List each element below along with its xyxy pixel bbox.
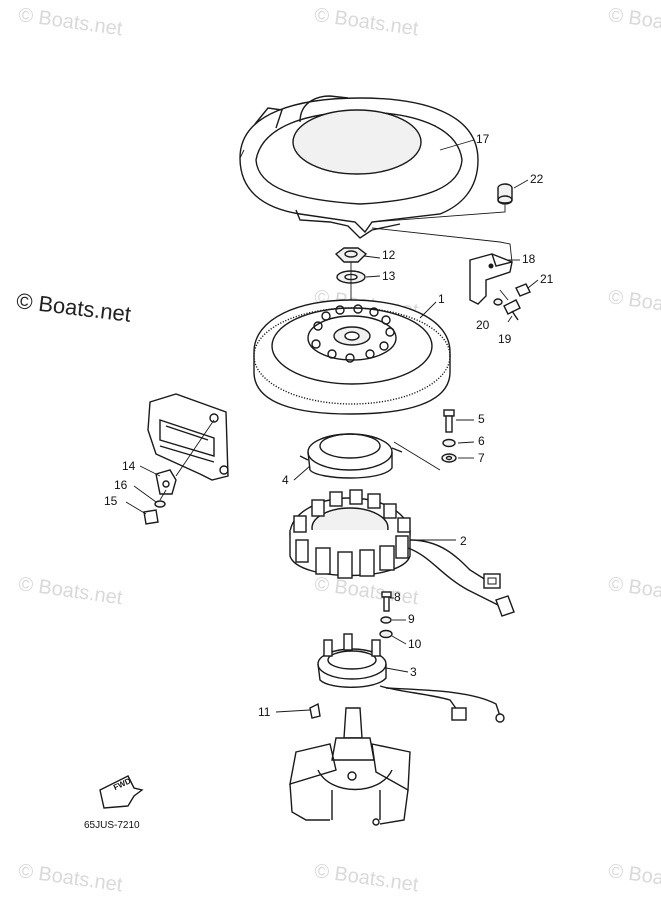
bracket-washer bbox=[493, 298, 503, 306]
callout-3: 3 bbox=[410, 665, 417, 679]
wire-bracket bbox=[371, 227, 513, 305]
ground-bracket-plate bbox=[147, 393, 229, 481]
diagram-code: 65JUS-7210 bbox=[84, 820, 140, 831]
ground-screw bbox=[154, 489, 167, 508]
forward-arrow-icon bbox=[99, 775, 144, 809]
callout-17: 17 bbox=[476, 132, 490, 146]
flywheel-cover bbox=[239, 95, 479, 239]
grommet bbox=[371, 183, 513, 223]
callout-5: 5 bbox=[478, 412, 485, 426]
pulser-washer bbox=[379, 629, 393, 639]
crankshaft-housing bbox=[289, 707, 411, 826]
callout-21: 21 bbox=[540, 272, 554, 286]
callout-2: 2 bbox=[460, 534, 467, 548]
flywheel bbox=[253, 299, 451, 415]
callout-11: 11 bbox=[258, 705, 271, 719]
stator-coil bbox=[289, 489, 515, 617]
stator-base bbox=[299, 433, 403, 479]
ground-collar bbox=[143, 509, 159, 525]
callout-9: 9 bbox=[408, 612, 415, 626]
leader-line bbox=[393, 441, 441, 471]
callout-13: 13 bbox=[382, 269, 396, 283]
pulser-spring-washer bbox=[380, 616, 392, 624]
callout-14: 14 bbox=[122, 459, 136, 473]
woodruff-key bbox=[309, 702, 321, 719]
plain-washer bbox=[441, 453, 457, 463]
flywheel-nut bbox=[334, 247, 368, 263]
callout-16: 16 bbox=[114, 478, 128, 492]
callout-15: 15 bbox=[104, 494, 118, 508]
spring-washer bbox=[442, 438, 456, 448]
callout-20: 20 bbox=[476, 318, 490, 332]
callout-18: 18 bbox=[522, 252, 536, 266]
callout-8: 8 bbox=[394, 590, 401, 604]
callout-10: 10 bbox=[408, 637, 422, 651]
stator-bolt bbox=[443, 409, 455, 433]
bracket-clip bbox=[515, 283, 531, 297]
leader-lines bbox=[125, 139, 539, 713]
callout-6: 6 bbox=[478, 434, 485, 448]
callout-19: 19 bbox=[498, 332, 512, 346]
callout-12: 12 bbox=[382, 248, 396, 262]
callout-1: 1 bbox=[438, 292, 445, 306]
ground-clip bbox=[155, 419, 215, 495]
callout-4: 4 bbox=[282, 473, 289, 487]
pulser-coil bbox=[317, 633, 505, 723]
callout-7: 7 bbox=[478, 451, 485, 465]
callout-22: 22 bbox=[530, 172, 544, 186]
pulser-bolt bbox=[381, 591, 392, 612]
bracket-bolt bbox=[503, 299, 521, 321]
